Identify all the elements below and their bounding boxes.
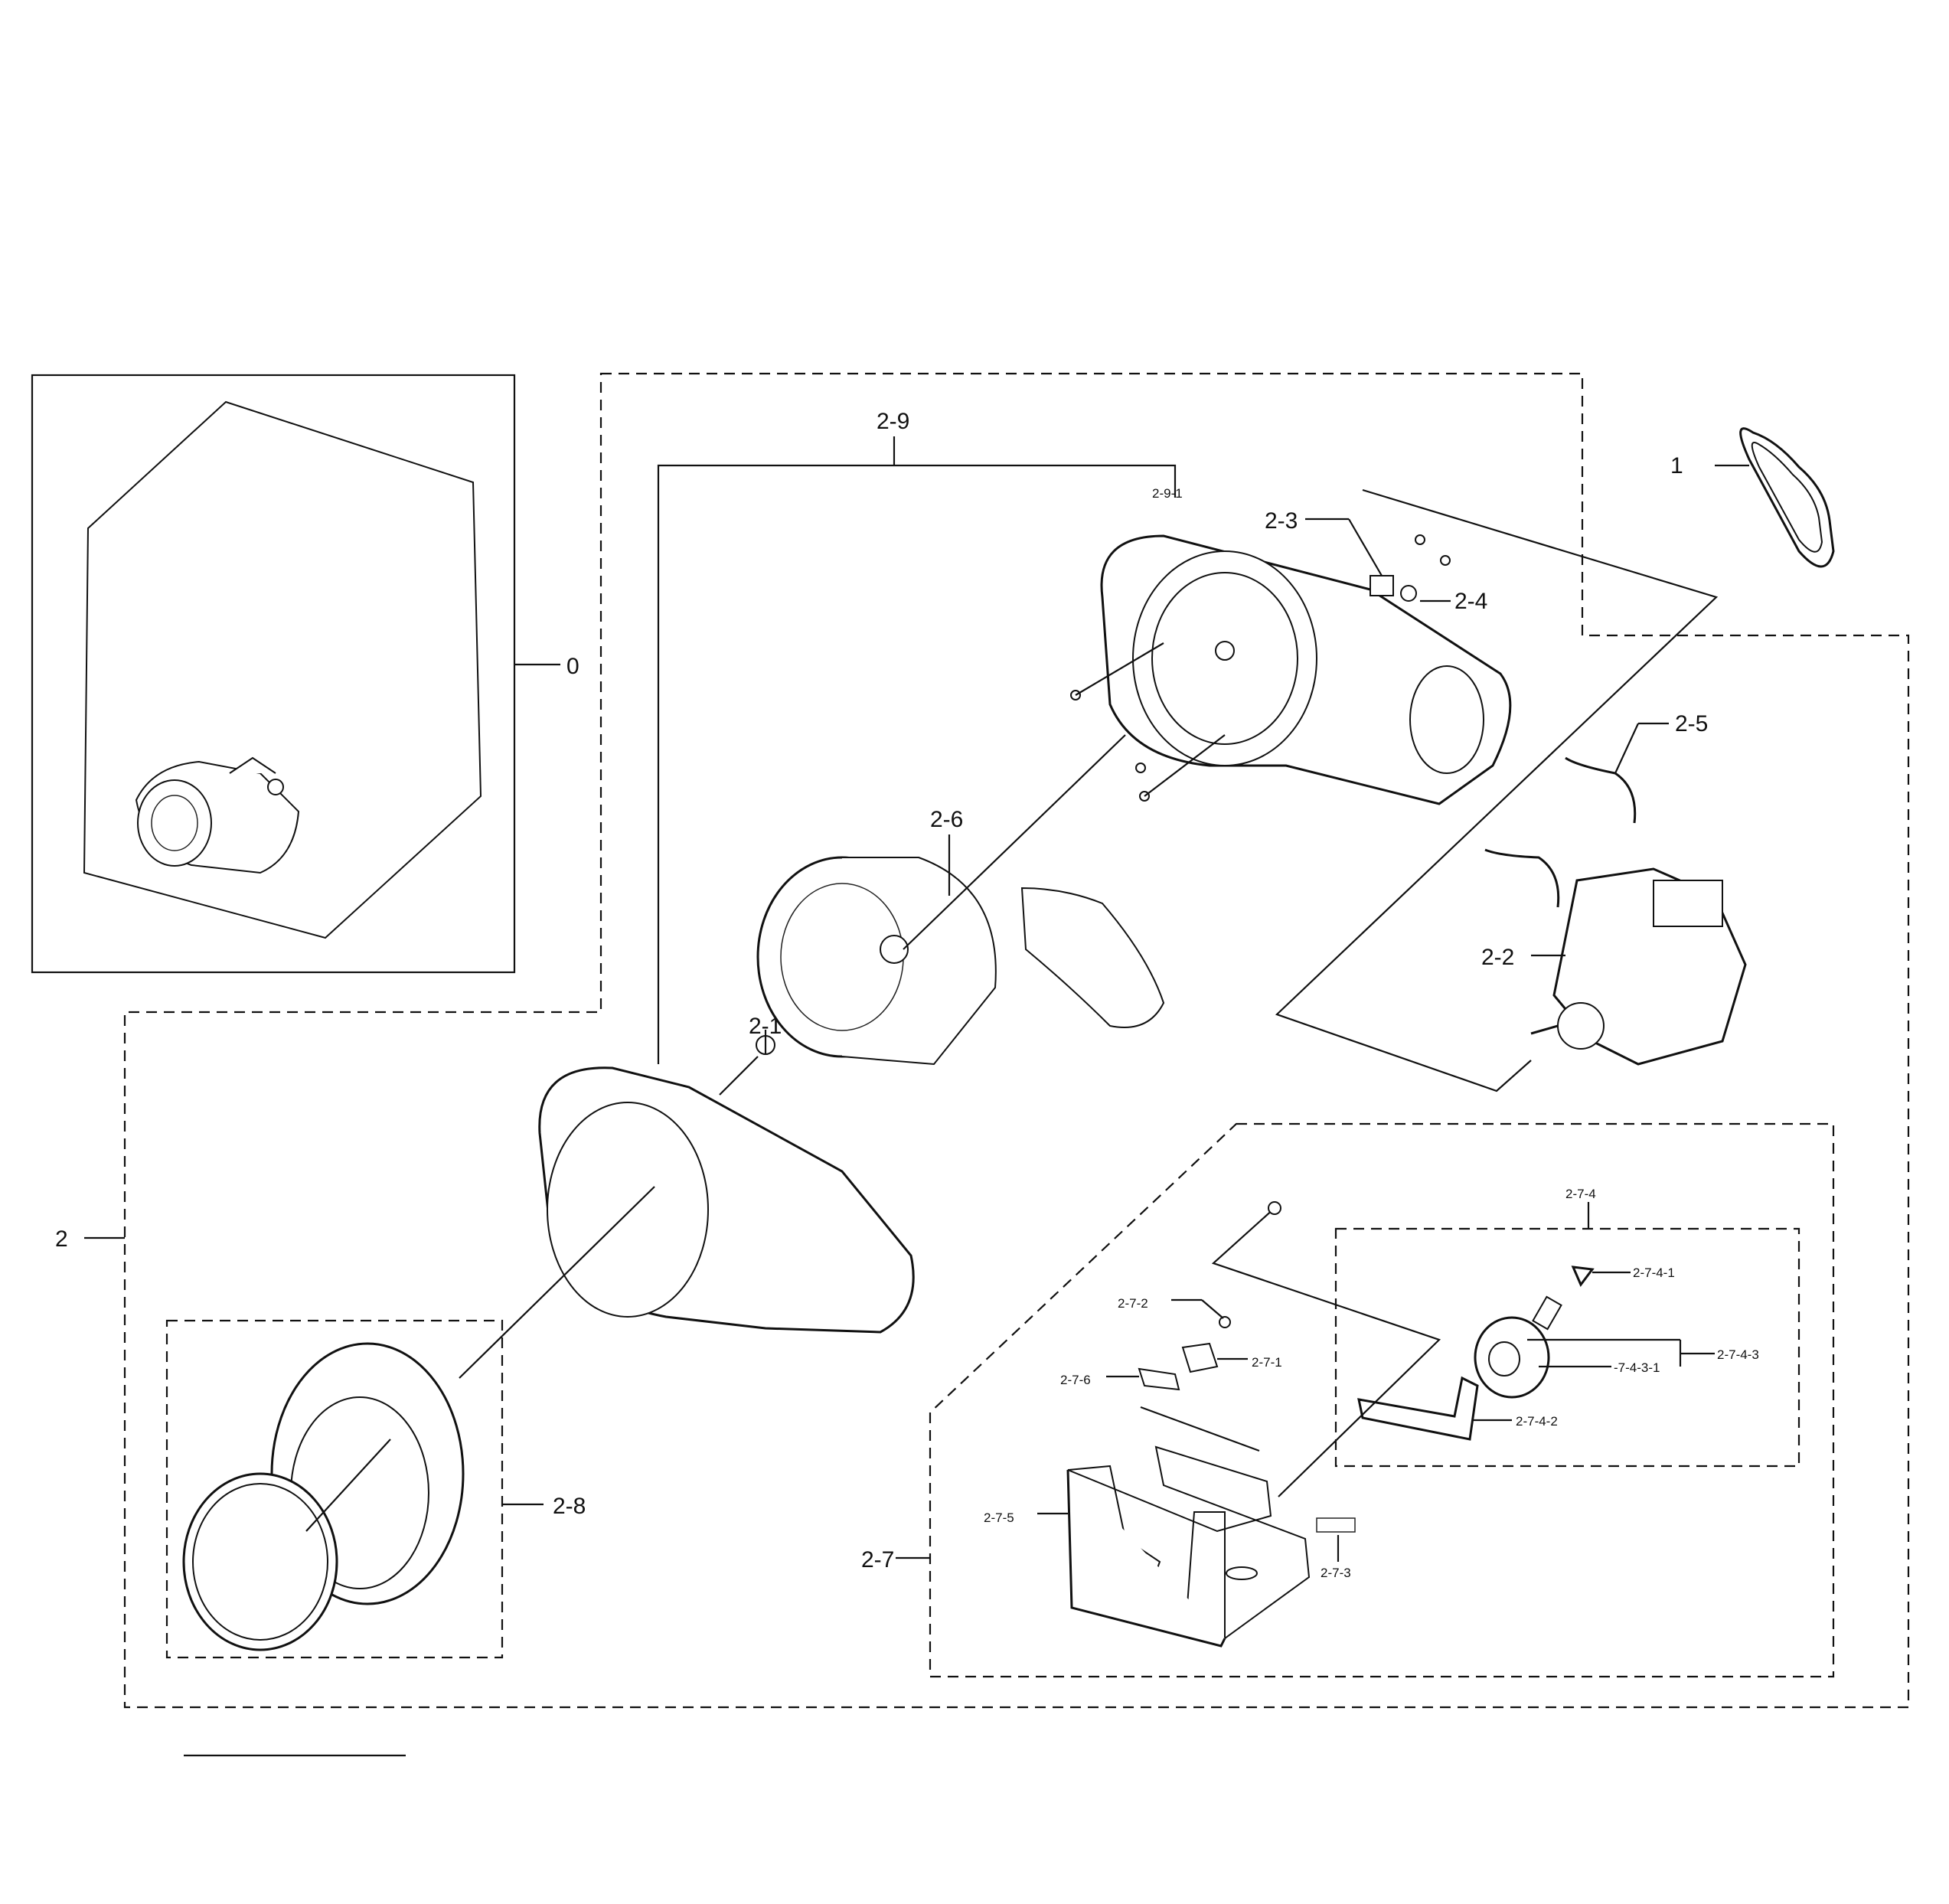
box-2-7-4 — [1334, 1227, 1800, 1468]
housing-screws — [1070, 642, 1226, 802]
assembly-2-dashed-outline — [123, 372, 1910, 1709]
retaining-clip-2-7-4-1 — [1571, 1266, 1595, 1287]
air-duct-piece — [1020, 887, 1165, 1028]
label-2-4: 2-4 — [1454, 589, 1487, 614]
label-2-7-6: 2-7-6 — [1060, 1373, 1091, 1387]
label-2-7-1: 2-7-1 — [1252, 1355, 1282, 1370]
duct-seal-ring — [182, 1472, 338, 1651]
drive-belt — [1739, 427, 1835, 568]
label-2: 2 — [55, 1226, 68, 1252]
label-2-8: 2-8 — [553, 1494, 586, 1519]
label-2-7-5: 2-7-5 — [984, 1510, 1014, 1525]
idler-pulley-2-4 — [1400, 585, 1417, 602]
label-2-7-4-3-1: -7-4-3-1 — [1614, 1360, 1660, 1375]
label-2-7-3: 2-7-3 — [1321, 1566, 1351, 1580]
switch-bracket-2-7-6 — [1138, 1367, 1180, 1391]
label-2-7-2: 2-7-2 — [1118, 1296, 1148, 1311]
label-2-9: 2-9 — [877, 409, 909, 434]
idler-pulley-2-7-4-3 — [1474, 1316, 1550, 1399]
idler-bracket-2-3 — [1370, 534, 1451, 596]
switch-2-7-1 — [1181, 1342, 1219, 1373]
label-2-1: 2-1 — [749, 1014, 782, 1039]
label-2-7: 2-7 — [861, 1547, 894, 1573]
label-2-7-4-1: 2-7-4-1 — [1633, 1266, 1675, 1280]
label-2-2: 2-2 — [1481, 945, 1514, 970]
screw-2-7-2 — [1219, 1316, 1231, 1328]
motor-mount-bracket-2-7-5 — [1066, 1445, 1311, 1648]
label-2-9-1: 2-9-1 — [1152, 486, 1183, 501]
label-2-3: 2-3 — [1265, 508, 1298, 534]
tension-spring-2-7-3 — [1316, 1517, 1356, 1533]
label-2-7-4-2: 2-7-4-2 — [1516, 1414, 1558, 1429]
box-2-7 — [929, 1122, 1835, 1678]
label-2-6: 2-6 — [930, 807, 963, 832]
front-fan-housing — [538, 1066, 915, 1334]
label-2-7-4-3: 2-7-4-3 — [1717, 1347, 1759, 1362]
pulley-shaft — [1532, 1295, 1562, 1331]
drive-motor-2-2 — [1530, 867, 1747, 1066]
assembly-overview-box: 0 — [31, 374, 579, 974]
label-2-7-4: 2-7-4 — [1565, 1187, 1596, 1201]
box-2-8 — [165, 1319, 504, 1659]
label-0: 0 — [566, 654, 579, 679]
label-1: 1 — [1670, 453, 1683, 478]
assembly-thumbnail — [135, 756, 300, 874]
label-2-5: 2-5 — [1675, 711, 1708, 736]
rear-fan-housing — [1100, 534, 1512, 805]
blower-wheel-2-6 — [756, 856, 997, 1066]
idler-arm-2-7-4-2 — [1357, 1376, 1479, 1441]
motor-clips-2-5 — [1484, 756, 1637, 908]
